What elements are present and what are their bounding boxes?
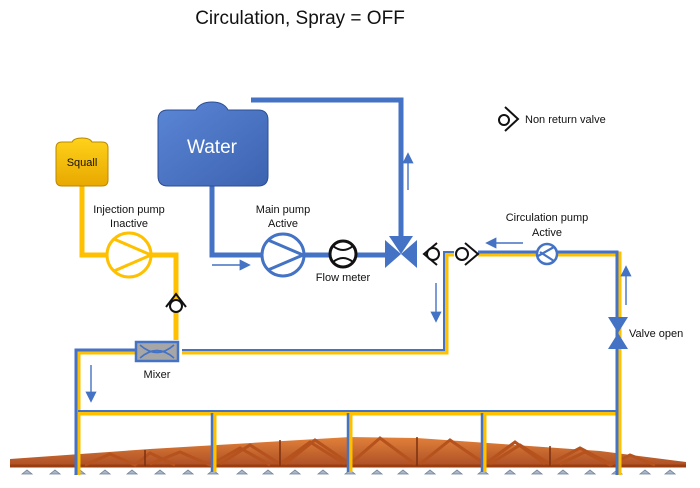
main-pump-state: Active bbox=[268, 218, 298, 230]
squall-tank[interactable]: Squall bbox=[55, 137, 109, 187]
injection-pump[interactable]: Injection pump Inactive bbox=[93, 204, 165, 279]
three-way-valve[interactable] bbox=[385, 236, 417, 268]
non-return-valve-return bbox=[455, 242, 480, 266]
circulation-pump-name: Circulation pump bbox=[506, 212, 589, 224]
non-return-valve-injection bbox=[165, 292, 187, 313]
legend-non-return-valve: Non return valve bbox=[525, 114, 606, 126]
flow-arrows bbox=[85, 152, 632, 403]
water-tank-label: Water bbox=[187, 137, 238, 158]
flow-meter[interactable]: Flow meter bbox=[316, 239, 371, 284]
water-tank[interactable]: Water bbox=[157, 101, 269, 187]
mixer[interactable]: Mixer bbox=[134, 340, 180, 381]
diagram-title: Circulation, Spray = OFF bbox=[195, 8, 405, 29]
mixed-pipe-network bbox=[74, 250, 622, 475]
circulation-pump-state: Active bbox=[532, 227, 562, 239]
injection-pump-name: Injection pump bbox=[93, 204, 165, 216]
main-pump-name: Main pump bbox=[256, 204, 310, 216]
water-pipe bbox=[209, 97, 404, 258]
flow-meter-label: Flow meter bbox=[316, 272, 371, 284]
non-return-valve-bypass bbox=[422, 242, 440, 266]
legend: Non return valve bbox=[498, 106, 606, 132]
boom-valve-label: Valve open bbox=[629, 328, 683, 340]
main-pump[interactable]: Main pump Active bbox=[256, 204, 310, 278]
circulation-pump[interactable]: Circulation pump Active bbox=[506, 212, 589, 266]
squall-tank-label: Squall bbox=[67, 157, 98, 169]
non-return-valve-icon bbox=[498, 106, 520, 132]
mixer-label: Mixer bbox=[144, 369, 171, 381]
injection-pump-state: Inactive bbox=[110, 218, 148, 230]
boom-valve[interactable]: Valve open bbox=[608, 317, 683, 349]
